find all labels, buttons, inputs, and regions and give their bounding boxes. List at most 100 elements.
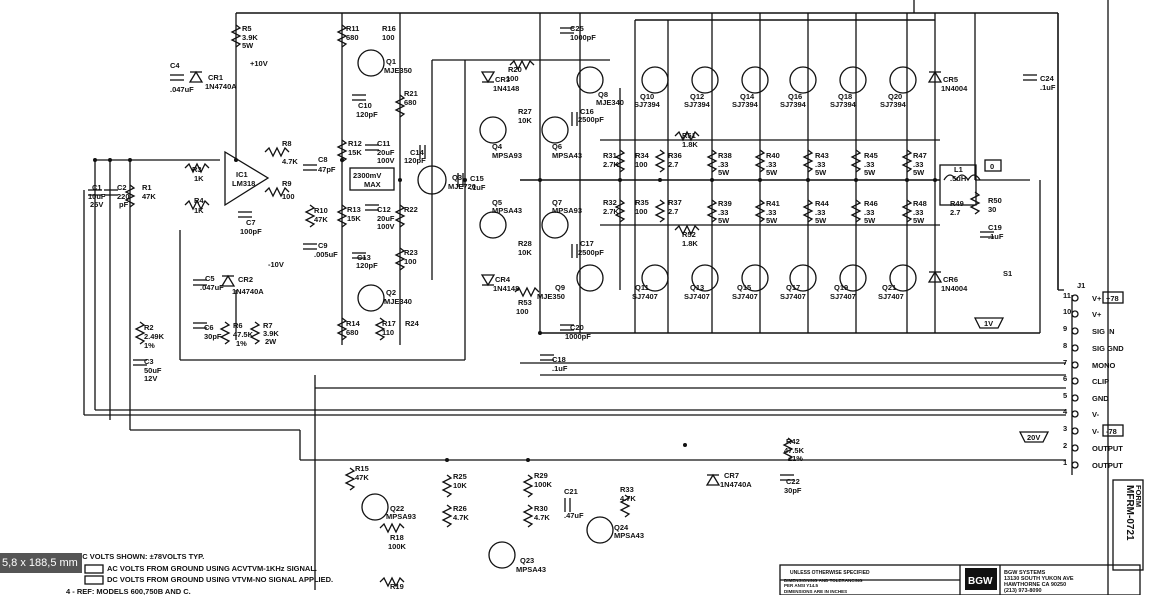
label-cr6v: 1N4004	[941, 284, 968, 293]
label-c21: C21	[564, 487, 578, 496]
label-c10v: 120pF	[356, 110, 378, 119]
connector-j1	[973, 159, 1124, 475]
tb-form-label: FORM	[1134, 485, 1143, 507]
label-c1w: 25V	[90, 200, 103, 209]
label-vplus10: +10V	[250, 59, 268, 68]
label-r34: R34	[635, 151, 650, 160]
label-r31: R31	[603, 151, 617, 160]
label-boxmax: MAX	[364, 180, 381, 189]
label-r38w: 5W	[718, 168, 730, 177]
label-q6v: MPSA43	[552, 151, 582, 160]
label-r14v: 680	[346, 328, 359, 337]
label-r2: R2	[144, 323, 154, 332]
label-c20: C20	[570, 323, 584, 332]
label-q17: Q17	[786, 283, 800, 292]
label-c14: C14	[410, 148, 425, 157]
label-c3v: 50uF	[144, 366, 162, 375]
label-q16: Q16	[788, 92, 802, 101]
label-cr4: CR4	[495, 275, 511, 284]
label-q13: Q13	[690, 283, 704, 292]
label-r39v: .33	[718, 208, 728, 217]
label-q19v: SJ7407	[830, 292, 856, 301]
label-c1: C1	[92, 183, 102, 192]
label-c19: C19	[988, 223, 1002, 232]
notes: 7 - DC VOLTS SHOWN: ±78VOLTS TYP. AC VOL…	[66, 552, 333, 595]
label-r43: R43	[815, 151, 829, 160]
diodes	[188, 70, 943, 486]
label-r25v: 10K	[453, 481, 467, 490]
label-r22: R22	[404, 205, 418, 214]
connector-labels: J1 11 V+ +78 10 V+ 9 SIG IN 8 SIG GND 7 …	[984, 162, 1124, 470]
label-c13: C13	[357, 253, 371, 262]
label-r8: R8	[282, 139, 292, 148]
label-c15: C15	[470, 174, 484, 183]
pin-num-9: 9	[1063, 324, 1067, 333]
label-c1v: 10uF	[88, 192, 106, 201]
label-r29: R29	[534, 471, 548, 480]
label-c2: C2	[117, 183, 127, 192]
label-r33: R33	[620, 485, 634, 494]
pin-num-8: 8	[1063, 341, 1067, 350]
note-6-dc: DC VOLTS FROM GROUND USING VTVM-NO SIGNA…	[107, 575, 333, 584]
tb-dims1: DIMENSIONING AND TOLERANCING	[784, 578, 863, 583]
label-r52: R52	[682, 230, 696, 239]
label-r13: R13	[347, 205, 361, 214]
label-r53: R53	[518, 298, 532, 307]
label-q18v: SJ7394	[830, 100, 857, 109]
pin-label-4: V-	[1092, 410, 1100, 419]
label-r3: R3	[192, 165, 202, 174]
label-q21: Q21	[882, 283, 896, 292]
flag-20v: 20V	[1027, 433, 1040, 442]
label-r44: R44	[815, 199, 830, 208]
label-r4v: 1K	[194, 206, 204, 215]
tb-dims3: DIMENSIONS ARE IN INCHES	[784, 589, 847, 594]
label-r45: R45	[864, 151, 878, 160]
resistors	[124, 24, 981, 588]
label-r12v: 15K	[348, 148, 362, 157]
label-r32v: 2.7K	[603, 207, 619, 216]
pin-label-5: GND	[1092, 394, 1109, 403]
label-q16v: SJ7394	[780, 100, 807, 109]
label-r40v: .33	[766, 160, 776, 169]
label-r23: R23	[404, 248, 418, 257]
label-cr7v: 1N4740A	[720, 480, 752, 489]
supply-rails	[83, 0, 1109, 595]
label-r36v: 2.7	[668, 160, 678, 169]
label-c24v: .1uF	[1040, 83, 1056, 92]
label-r5v: 3.9K	[242, 33, 258, 42]
label-cr3: CR3	[495, 75, 510, 84]
label-q22: Q22	[390, 504, 404, 513]
label-q2v: MJE340	[384, 297, 412, 306]
label-c17: C17	[580, 239, 594, 248]
label-r8v: 4.7K	[282, 157, 298, 166]
label-r10v: 47K	[314, 215, 328, 224]
label-r41w: 5W	[766, 216, 778, 225]
label-r46: R46	[864, 199, 878, 208]
label-vminus10: -10V	[268, 260, 284, 269]
label-r36: R36	[668, 151, 682, 160]
label-r51: R51	[682, 131, 696, 140]
label-cr6: CR6	[943, 275, 958, 284]
label-q10: Q10	[640, 92, 654, 101]
label-r38v: .33	[718, 160, 728, 169]
label-q14v: SJ7394	[732, 100, 759, 109]
label-q15: Q15	[737, 283, 751, 292]
tb-addr1: 13130 SOUTH YUKON AVE	[1004, 576, 1074, 582]
label-r48v: .33	[913, 208, 923, 217]
label-c11v: 20uF	[377, 148, 395, 157]
label-c15v: .1uF	[470, 183, 486, 192]
pin-label-8: SIG GND	[1092, 344, 1124, 353]
label-c10: C10	[358, 101, 372, 110]
label-c12v: 20uF	[377, 214, 395, 223]
pin-label-6: CLIP	[1092, 377, 1109, 386]
label-r30v: 4.7K	[534, 513, 550, 522]
label-r18: R18	[390, 533, 404, 542]
transistors	[224, 49, 917, 569]
label-r32: R32	[603, 198, 617, 207]
label-r37: R37	[668, 198, 682, 207]
label-r46v: .33	[864, 208, 874, 217]
label-q7v: MPSA93	[552, 206, 582, 215]
label-r30: R30	[534, 504, 548, 513]
note-4: 4 - REF: MODELS 600,750B AND C.	[66, 587, 191, 595]
label-r27: R27	[518, 107, 532, 116]
